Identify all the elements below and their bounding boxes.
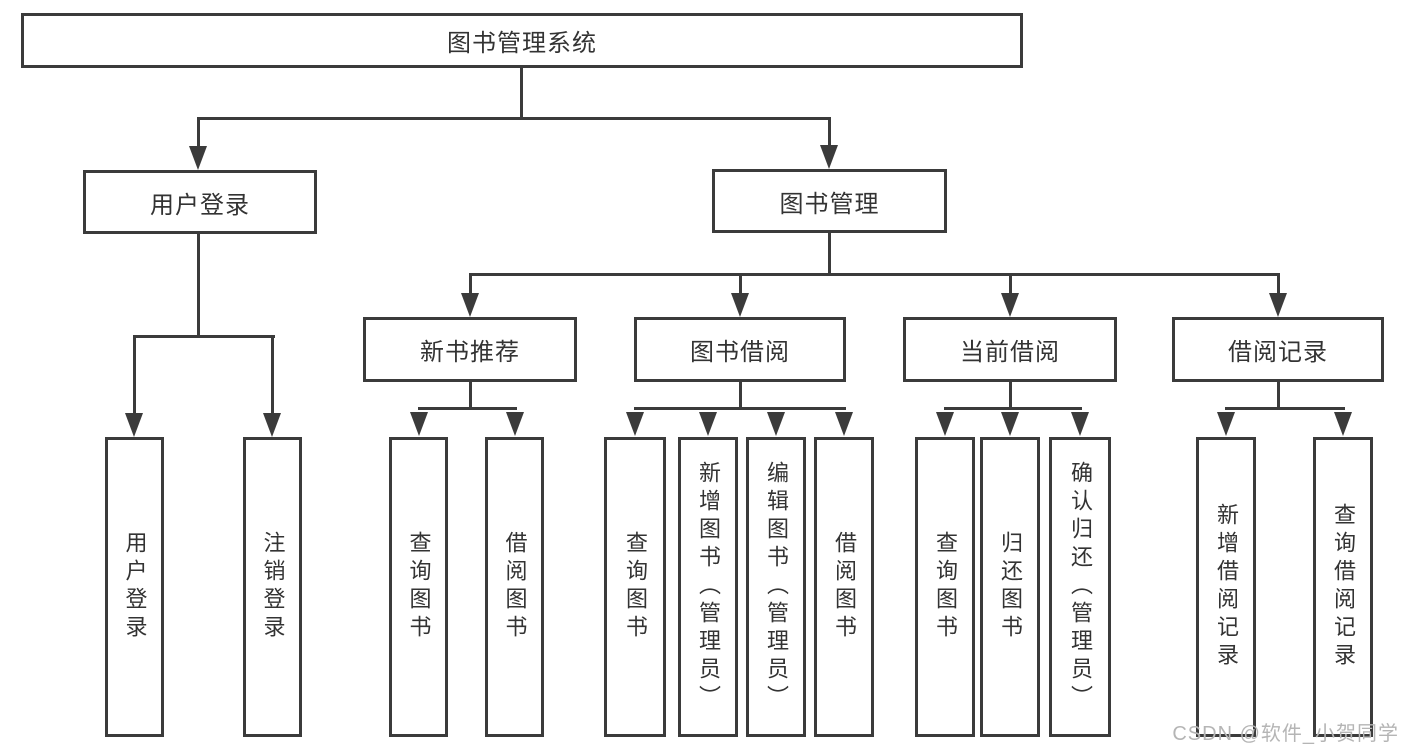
arrow-down-icon bbox=[936, 412, 954, 436]
leaf-borrow-books-recommend: 借阅图书 bbox=[485, 437, 544, 737]
csdn-watermark: CSDN @软件_小贺同学 bbox=[1172, 723, 1399, 745]
node-new-book-recommend: 新书推荐 bbox=[363, 317, 577, 382]
arrow-down-icon bbox=[1217, 412, 1235, 436]
connector-line bbox=[828, 233, 831, 276]
connector-line bbox=[197, 117, 831, 120]
node-book-management: 图书管理 bbox=[712, 169, 947, 233]
connector-line bbox=[1277, 273, 1280, 297]
connector-line bbox=[1225, 407, 1345, 410]
leaf-add-borrow-record: 新增借阅记录 bbox=[1196, 437, 1256, 737]
arrow-down-icon bbox=[410, 412, 428, 436]
connector-line bbox=[133, 335, 275, 338]
arrow-down-icon bbox=[820, 145, 838, 169]
connector-line bbox=[944, 407, 1082, 410]
leaf-query-books-current: 查询图书 bbox=[915, 437, 975, 737]
leaf-query-books-recommend: 查询图书 bbox=[389, 437, 448, 737]
leaf-add-books-admin: 新增图书（管理员） bbox=[678, 437, 738, 737]
connector-line bbox=[418, 407, 517, 410]
arrow-down-icon bbox=[1001, 412, 1019, 436]
connector-line bbox=[739, 382, 742, 409]
arrow-down-icon bbox=[767, 412, 785, 436]
connector-line bbox=[520, 68, 523, 118]
connector-line bbox=[1009, 273, 1012, 297]
leaf-user-login: 用户登录 bbox=[105, 437, 164, 737]
node-user-login: 用户登录 bbox=[83, 170, 317, 234]
node-book-borrowing: 图书借阅 bbox=[634, 317, 846, 382]
arrow-down-icon bbox=[506, 412, 524, 436]
arrow-down-icon bbox=[626, 412, 644, 436]
connector-line bbox=[469, 273, 472, 297]
leaf-edit-books-admin: 编辑图书（管理员） bbox=[746, 437, 806, 737]
connector-line bbox=[739, 273, 742, 297]
connector-line bbox=[1277, 382, 1280, 409]
leaf-logout: 注销登录 bbox=[243, 437, 302, 737]
arrow-down-icon bbox=[699, 412, 717, 436]
node-library-management-system: 图书管理系统 bbox=[21, 13, 1023, 68]
leaf-return-books: 归还图书 bbox=[980, 437, 1040, 737]
leaf-query-borrow-record: 查询借阅记录 bbox=[1313, 437, 1373, 737]
arrow-down-icon bbox=[125, 413, 143, 437]
connector-line bbox=[828, 117, 831, 148]
leaf-confirm-return-admin: 确认归还（管理员） bbox=[1049, 437, 1111, 737]
node-borrowing-records: 借阅记录 bbox=[1172, 317, 1384, 382]
arrow-down-icon bbox=[189, 146, 207, 170]
connector-line bbox=[197, 117, 200, 149]
connector-line bbox=[1009, 382, 1012, 409]
arrow-down-icon bbox=[731, 293, 749, 317]
connector-line bbox=[469, 382, 472, 409]
connector-line bbox=[133, 335, 136, 415]
leaf-query-books-borrowing: 查询图书 bbox=[604, 437, 666, 737]
arrow-down-icon bbox=[1001, 293, 1019, 317]
arrow-down-icon bbox=[835, 412, 853, 436]
node-current-borrowing: 当前借阅 bbox=[903, 317, 1117, 382]
arrow-down-icon bbox=[461, 293, 479, 317]
connector-line bbox=[469, 273, 1280, 276]
leaf-borrow-books-borrowing: 借阅图书 bbox=[814, 437, 874, 737]
connector-line bbox=[271, 335, 274, 415]
arrow-down-icon bbox=[1071, 412, 1089, 436]
arrow-down-icon bbox=[1269, 293, 1287, 317]
connector-line bbox=[634, 407, 846, 410]
connector-line bbox=[197, 234, 200, 337]
arrow-down-icon bbox=[263, 413, 281, 437]
arrow-down-icon bbox=[1334, 412, 1352, 436]
